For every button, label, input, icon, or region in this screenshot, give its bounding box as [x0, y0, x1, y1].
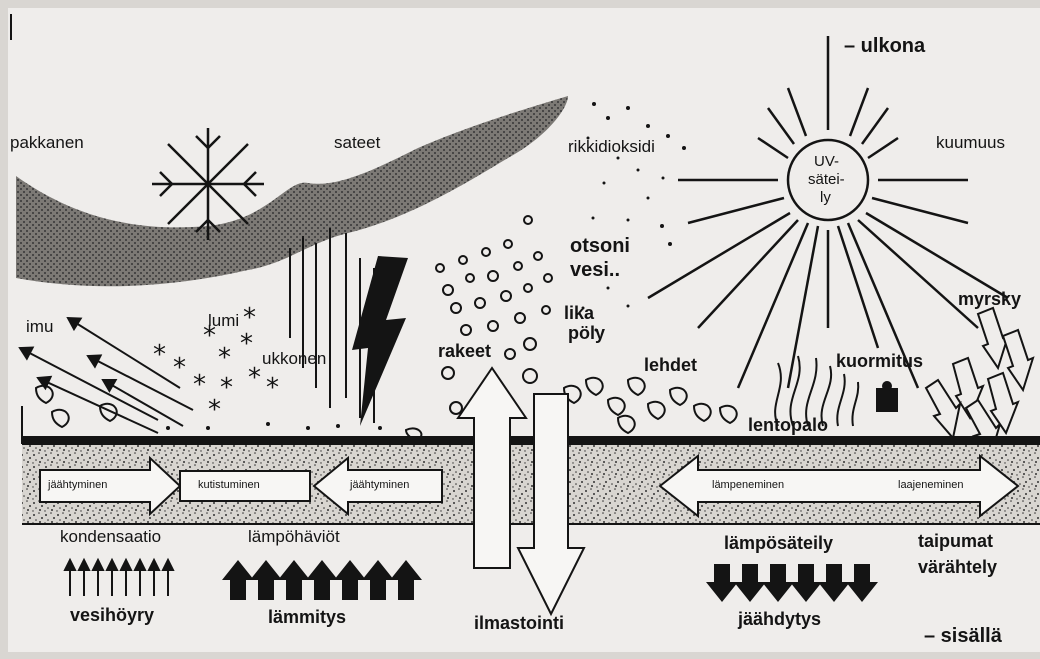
condensation-label: kondensaatio [60, 528, 161, 545]
dust-label: pöly [568, 324, 605, 342]
cooling-arrow-left-label: jäähtyminen [48, 480, 107, 491]
frost-label: pakkanen [10, 134, 84, 151]
svg-text:*: * [218, 343, 231, 373]
ventilation-label: ilmastointi [474, 614, 564, 632]
uv-label-line2: sätei- [808, 172, 845, 187]
svg-text:*: * [220, 373, 233, 403]
leaves-label: lehdet [644, 356, 697, 374]
svg-text:*: * [243, 303, 256, 333]
sun-icon [648, 36, 1008, 388]
suction-label: imu [26, 318, 53, 335]
heating-label: lämmitys [268, 608, 346, 626]
expansion-label: laajeneminen [898, 480, 963, 491]
water-label: vesi.. [570, 260, 620, 280]
sulfur-dioxide-label: rikkidioksidi [568, 138, 655, 155]
heat-losses-label: lämpöhäviöt [248, 528, 340, 545]
svg-text:*: * [240, 329, 253, 359]
weight-icon [876, 381, 898, 412]
shrinking-label: kutistuminen [198, 480, 260, 491]
flying-fire-label: lentopalo [748, 416, 828, 434]
ozone-label: otsoni [570, 236, 630, 256]
heat-radiation-label: lämpösäteily [724, 534, 833, 552]
dirt-label: lika [564, 304, 594, 322]
inside-label: – sisällä [924, 626, 1002, 646]
building-envelope-diagram: ** ** ** ** ** * [8, 8, 1040, 652]
svg-text:*: * [266, 373, 279, 403]
cooling-arrow-right-label: jäähtyminen [350, 480, 409, 491]
svg-text:*: * [208, 395, 221, 425]
cloud-band [16, 96, 568, 286]
storm-arrows [926, 308, 1033, 448]
svg-text:*: * [153, 340, 166, 370]
hail-label: rakeet [438, 342, 491, 360]
leaf-icon [36, 378, 737, 440]
water-vapor-arrows [65, 560, 173, 596]
rain-label: sateet [334, 134, 380, 151]
water-vapor-label: vesihöyry [70, 606, 154, 624]
heating-arrows [222, 560, 422, 600]
svg-text:*: * [173, 353, 186, 383]
thunder-label: ukkonen [262, 350, 326, 367]
warming-label: lämpeneminen [712, 480, 784, 491]
outer-surface-line [22, 436, 1040, 445]
snowflake-icon [152, 128, 264, 240]
svg-text:*: * [248, 363, 261, 393]
cooling-arrows [706, 564, 878, 602]
heat-label: kuumuus [936, 134, 1005, 151]
svg-text:*: * [193, 370, 206, 400]
cooling-label: jäähdytys [738, 610, 821, 628]
outside-label: – ulkona [844, 36, 925, 56]
uv-label-line1: UV- [814, 154, 839, 169]
vibration-label: värähtely [918, 558, 997, 576]
diagram-frame: ** ** ** ** ** * [8, 8, 1040, 652]
uv-label-line3: ly [820, 190, 831, 205]
load-label: kuormitus [836, 352, 923, 370]
deflections-label: taipumat [918, 532, 993, 550]
storm-label: myrsky [958, 290, 1021, 308]
snow-label: lumi [208, 312, 239, 329]
